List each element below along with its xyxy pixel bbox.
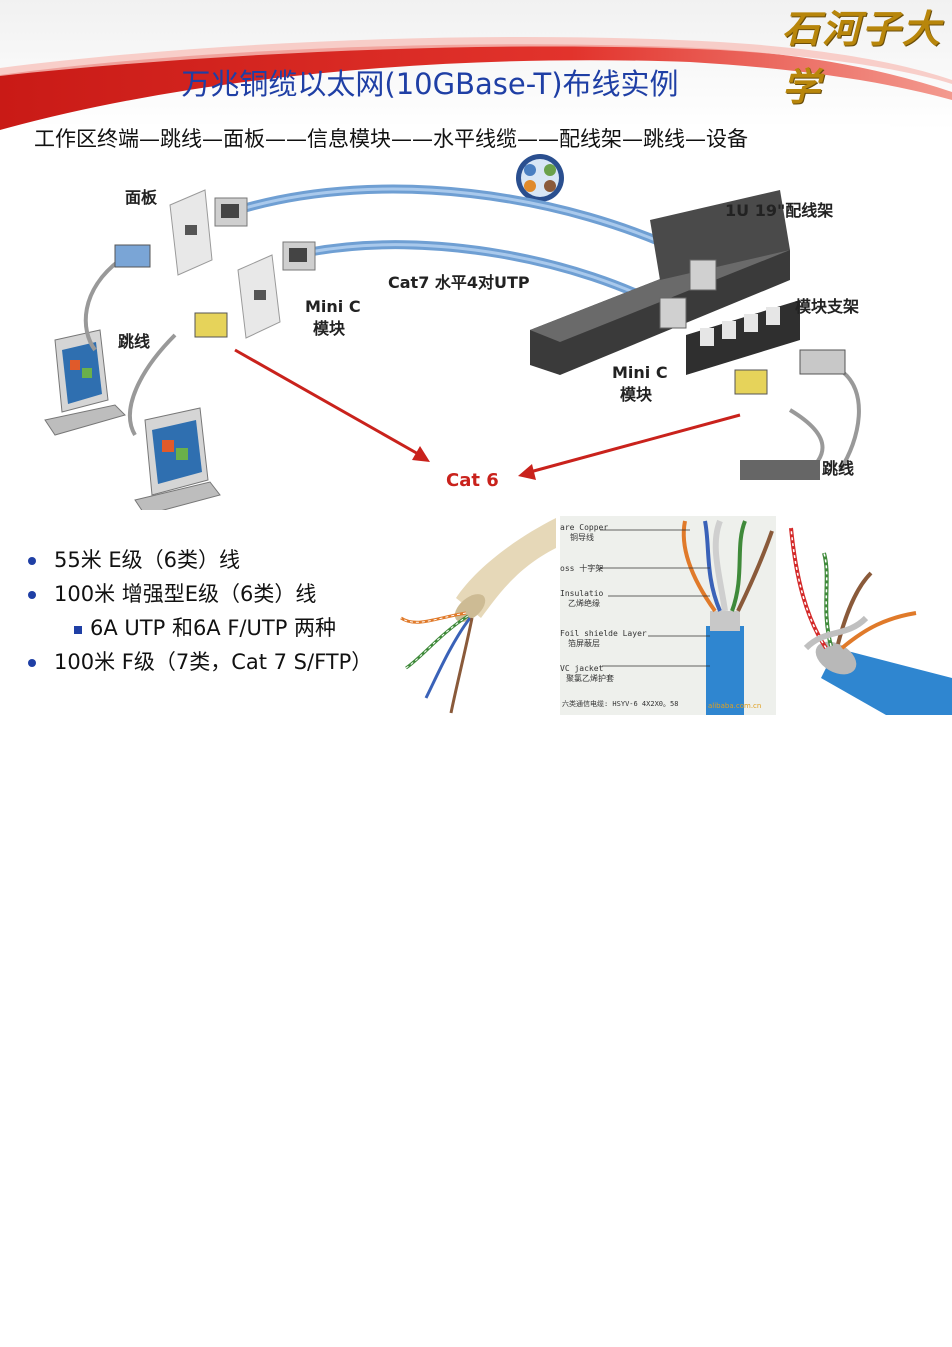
rj45-plug-lower-left <box>194 312 228 338</box>
cabling-chain-text: 工作区终端—跳线—面板——信息模块——水平线缆——配线架—跳线—设备 <box>34 124 890 154</box>
keystone-module-lower <box>282 241 316 271</box>
label-cat6: Cat 6 <box>446 470 499 491</box>
arrow-right <box>529 413 741 474</box>
module-bracket <box>686 300 800 375</box>
patch-panel <box>530 190 790 375</box>
label-module-right: 模块 <box>620 385 653 404</box>
svg-text:Foil shielde Layer: Foil shielde Layer <box>560 629 647 638</box>
sub-bullet-item: 6A UTP 和6A F/UTP 两种 <box>28 611 408 645</box>
label-horizontal-cable: Cat7 水平4对UTP <box>388 273 530 292</box>
computer-left-upper <box>44 329 126 436</box>
svg-text:乙烯绝缘: 乙烯绝缘 <box>568 598 600 608</box>
bullet-list: 55米 E级（6类）线 100米 增强型E级（6类）线 6A UTP 和6A F… <box>28 543 408 679</box>
svg-text:alibaba.com.cn: alibaba.com.cn <box>708 702 761 710</box>
page-title: 万兆铜缆以太网(10GBase-T)布线实例 <box>181 67 679 101</box>
rj45-plug-upper-left <box>114 244 151 268</box>
faceplate-upper <box>169 189 213 276</box>
utp-cable-photo <box>400 518 556 714</box>
computer-left-lower <box>134 407 221 510</box>
svg-text:聚氯乙烯护套: 聚氯乙烯护套 <box>566 673 614 683</box>
svg-text:箔屏蔽层: 箔屏蔽层 <box>568 638 600 648</box>
label-patch-cord-right: 跳线 <box>822 459 854 478</box>
arrow-left <box>234 348 421 457</box>
svg-text:VC jacket: VC jacket <box>560 664 604 673</box>
slide: 石河子大学 万兆铜缆以太网(10GBase-T)布线实例 工作区终端—跳线—面板… <box>0 0 952 715</box>
label-module-bracket: 模块支架 <box>795 297 859 316</box>
patch-cord-lower-left <box>128 333 177 437</box>
university-logo: 石河子大学 <box>782 6 943 109</box>
header-swoosh <box>0 0 952 130</box>
svg-text:oss 十字架: oss 十字架 <box>560 563 603 573</box>
svg-text:Insulatio: Insulatio <box>560 589 604 598</box>
svg-text:六类通信电缆: HSYV-6 4X2X0。58: 六类通信电缆: HSYV-6 4X2X0。58 <box>562 699 678 708</box>
cabling-diagram: 面板 跳线 Mini C 模块 Cat7 水平4对UTP 1U 19"配线架 模… <box>44 154 861 510</box>
patch-cord-upper-left <box>83 258 122 352</box>
label-patch-panel: 1U 19"配线架 <box>725 201 833 220</box>
label-mini-c-right: Mini C <box>612 363 668 382</box>
label-module-left: 模块 <box>313 319 346 338</box>
sftp-cable-photo <box>789 527 952 715</box>
cable-cross-section-icon <box>516 154 564 202</box>
svg-text:铜导线: 铜导线 <box>570 532 594 542</box>
cable-structure-photo: are Copper 铜导线 oss 十字架 Insulatio 乙烯绝缘 Fo… <box>560 516 776 715</box>
bullet-item: 55米 E级（6类）线 <box>28 543 408 577</box>
bullet-item: 100米 增强型E级（6类）线 <box>28 577 408 611</box>
svg-text:are Copper: are Copper <box>560 523 608 532</box>
keystone-module-upper <box>214 197 248 227</box>
bullet-item: 100米 F级（7类，Cat 7 S/FTP） <box>28 645 408 679</box>
rj45-plug-right <box>734 369 768 395</box>
faceplate-lower <box>237 254 281 339</box>
label-patch-cord-left: 跳线 <box>118 332 150 351</box>
label-faceplate: 面板 <box>125 188 158 207</box>
label-mini-c-left: Mini C <box>305 297 361 316</box>
